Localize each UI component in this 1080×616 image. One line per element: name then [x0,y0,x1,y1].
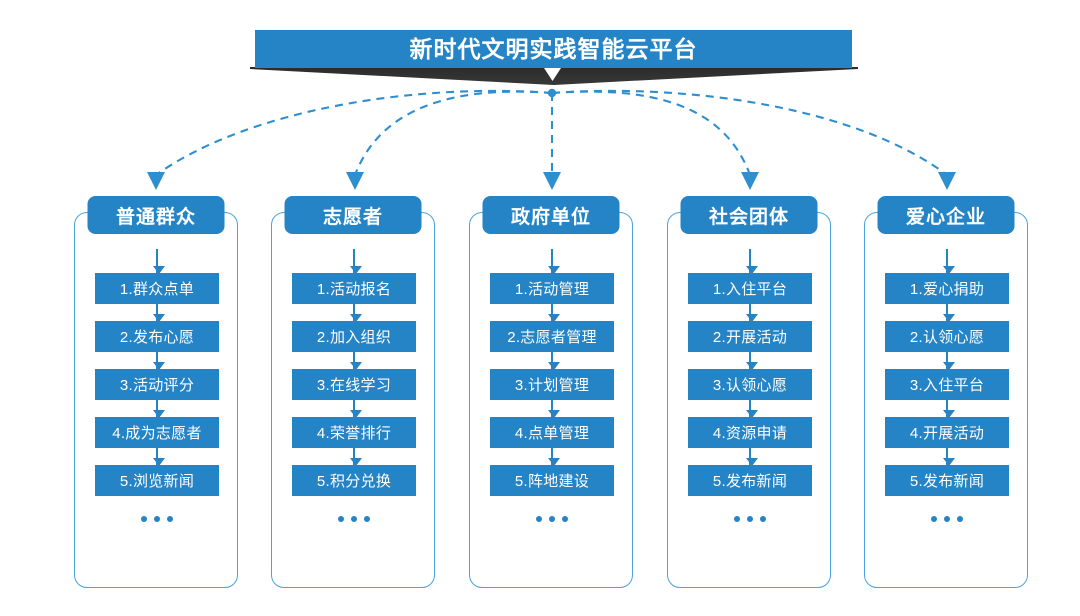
role-column-3: 社会团体 1.入住平台 2.开展活动 3.认领心愿 4.资源申请 5.发布新闻 [667,196,832,588]
role-header-1[interactable]: 志愿者 [284,196,422,234]
step-down-arrow-icon [350,352,362,370]
step-item[interactable]: 3.入住平台 [885,369,1009,400]
step-item[interactable]: 2.发布心愿 [95,321,219,352]
platform-title-bar: 新时代文明实践智能云平台 [255,30,852,68]
step-item[interactable]: 2.开展活动 [688,321,812,352]
step-down-arrow-icon [943,400,955,418]
step-item[interactable]: 1.群众点单 [95,273,219,304]
ellipsis-dot [351,516,357,522]
step-down-arrow-icon [746,448,758,466]
step-item[interactable]: 1.入住平台 [688,273,812,304]
step-down-arrow-icon [350,448,362,466]
role-column-2: 政府单位 1.活动管理 2.志愿者管理 3.计划管理 4.点单管理 5.阵地建设 [469,196,634,588]
role-step-list-2: 1.活动管理 2.志愿者管理 3.计划管理 4.点单管理 5.阵地建设 [470,249,634,522]
step-item[interactable]: 5.发布新闻 [885,465,1009,496]
ellipsis-dot [154,516,160,522]
header-to-step-arrow-icon [153,249,165,274]
step-down-arrow-icon [350,304,362,322]
role-header-4[interactable]: 爱心企业 [877,196,1015,234]
ellipsis-dot [734,516,740,522]
more-items-ellipsis [536,516,568,522]
ellipsis-dot [747,516,753,522]
ellipsis-dot [338,516,344,522]
more-items-ellipsis [931,516,963,522]
role-column-1: 志愿者 1.活动报名 2.加入组织 3.在线学习 4.荣誉排行 5.积分兑换 [271,196,436,588]
step-down-arrow-icon [943,304,955,322]
ellipsis-dot [931,516,937,522]
ellipsis-dot [536,516,542,522]
step-down-arrow-icon [943,448,955,466]
header-to-step-arrow-icon [548,249,560,274]
step-item[interactable]: 5.浏览新闻 [95,465,219,496]
step-item[interactable]: 2.志愿者管理 [490,321,614,352]
step-down-arrow-icon [153,352,165,370]
step-item[interactable]: 4.成为志愿者 [95,417,219,448]
step-down-arrow-icon [548,304,560,322]
more-items-ellipsis [141,516,173,522]
role-header-3[interactable]: 社会团体 [680,196,818,234]
ellipsis-dot [562,516,568,522]
role-step-list-0: 1.群众点单 2.发布心愿 3.活动评分 4.成为志愿者 5.浏览新闻 [75,249,239,522]
step-item[interactable]: 1.活动报名 [292,273,416,304]
step-down-arrow-icon [943,352,955,370]
step-down-arrow-icon [746,352,758,370]
step-item[interactable]: 4.资源申请 [688,417,812,448]
step-item[interactable]: 3.在线学习 [292,369,416,400]
step-item[interactable]: 5.阵地建设 [490,465,614,496]
role-column-4: 爱心企业 1.爱心捐助 2.认领心愿 3.入住平台 4.开展活动 5.发布新闻 [864,196,1029,588]
step-down-arrow-icon [746,304,758,322]
step-down-arrow-icon [153,304,165,322]
ellipsis-dot [549,516,555,522]
header-to-step-arrow-icon [943,249,955,274]
role-step-list-4: 1.爱心捐助 2.认领心愿 3.入住平台 4.开展活动 5.发布新闻 [865,249,1029,522]
step-item[interactable]: 4.点单管理 [490,417,614,448]
ellipsis-dot [364,516,370,522]
step-item[interactable]: 4.荣誉排行 [292,417,416,448]
ellipsis-dot [957,516,963,522]
step-item[interactable]: 2.认领心愿 [885,321,1009,352]
more-items-ellipsis [338,516,370,522]
role-step-list-1: 1.活动报名 2.加入组织 3.在线学习 4.荣誉排行 5.积分兑换 [272,249,436,522]
step-down-arrow-icon [350,400,362,418]
step-item[interactable]: 4.开展活动 [885,417,1009,448]
step-item[interactable]: 3.认领心愿 [688,369,812,400]
step-item[interactable]: 1.爱心捐助 [885,273,1009,304]
role-step-list-3: 1.入住平台 2.开展活动 3.认领心愿 4.资源申请 5.发布新闻 [668,249,832,522]
step-down-arrow-icon [153,400,165,418]
step-item[interactable]: 3.活动评分 [95,369,219,400]
step-down-arrow-icon [548,400,560,418]
ellipsis-dot [760,516,766,522]
ellipsis-dot [141,516,147,522]
ellipsis-dot [944,516,950,522]
step-item[interactable]: 5.积分兑换 [292,465,416,496]
more-items-ellipsis [734,516,766,522]
role-header-2[interactable]: 政府单位 [482,196,620,234]
step-down-arrow-icon [548,448,560,466]
page-title: 新时代文明实践智能云平台 [409,35,698,62]
step-item[interactable]: 5.发布新闻 [688,465,812,496]
header-to-step-arrow-icon [350,249,362,274]
ellipsis-dot [167,516,173,522]
step-item[interactable]: 1.活动管理 [490,273,614,304]
step-item[interactable]: 3.计划管理 [490,369,614,400]
ribbon-down-chevron-icon [544,68,561,81]
role-header-0[interactable]: 普通群众 [87,196,225,234]
step-item[interactable]: 2.加入组织 [292,321,416,352]
step-down-arrow-icon [153,448,165,466]
header-to-step-arrow-icon [746,249,758,274]
step-down-arrow-icon [746,400,758,418]
role-column-0: 普通群众 1.群众点单 2.发布心愿 3.活动评分 4.成为志愿者 5.浏览新闻 [74,196,239,588]
step-down-arrow-icon [548,352,560,370]
